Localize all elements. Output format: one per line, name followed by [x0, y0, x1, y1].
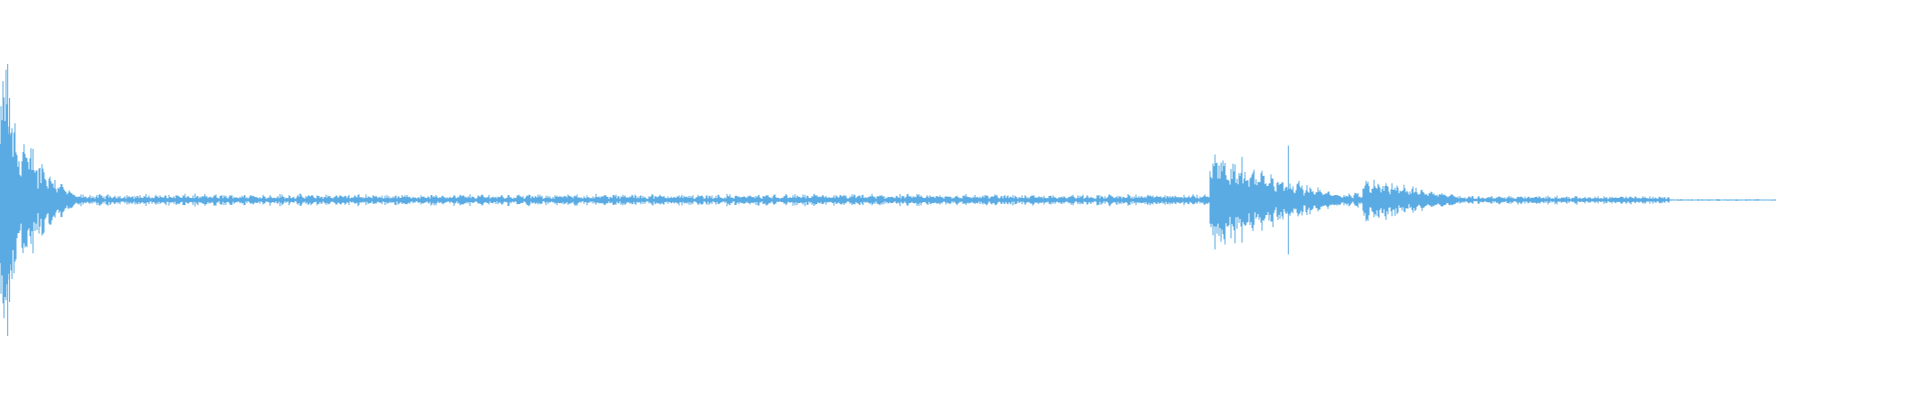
- waveform-segment: [1209, 154, 1344, 250]
- waveform-segment: [76, 193, 1210, 207]
- waveform-segment: [1458, 195, 1670, 205]
- waveform-segment: [1669, 199, 1776, 201]
- waveform-segment: [11, 123, 77, 279]
- waveform-segment: [1362, 179, 1459, 222]
- waveform-segment: [1343, 192, 1363, 208]
